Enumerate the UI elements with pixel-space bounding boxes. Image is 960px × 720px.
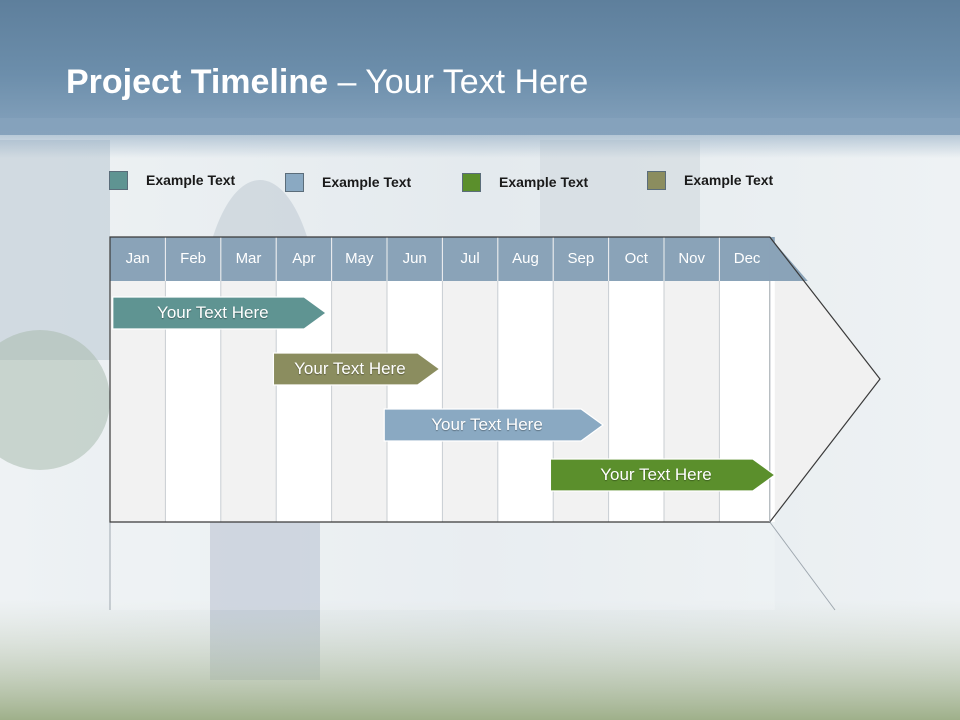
month-label-nov: Nov bbox=[678, 250, 706, 267]
month-header-cell bbox=[719, 237, 775, 281]
month-label-sep: Sep bbox=[567, 250, 595, 267]
month-label-jan: Jan bbox=[125, 250, 150, 267]
month-header-cell bbox=[497, 237, 554, 281]
header-fade bbox=[0, 118, 960, 158]
legend-swatch bbox=[285, 172, 304, 192]
month-header-cell bbox=[276, 237, 332, 281]
legend-label: Example Text bbox=[499, 174, 589, 190]
chart-reflection bbox=[110, 522, 775, 610]
month-header-cell bbox=[553, 237, 609, 281]
header-arrow-cell bbox=[769, 237, 808, 281]
month-column bbox=[442, 281, 498, 522]
month-column bbox=[387, 281, 443, 522]
month-header-cell bbox=[110, 237, 166, 281]
month-header-cell bbox=[664, 237, 720, 281]
month-label-mar: Mar bbox=[235, 250, 262, 267]
header-band bbox=[0, 0, 960, 135]
month-label-oct: Oct bbox=[624, 250, 648, 267]
timeline-arrow-tip bbox=[769, 237, 880, 522]
legend-item: Example Text bbox=[285, 172, 411, 192]
legend-item: Example Text bbox=[109, 170, 235, 190]
task-bar bbox=[272, 352, 441, 386]
month-header-cell bbox=[442, 237, 498, 281]
month-label-feb: Feb bbox=[180, 250, 207, 267]
task-bar bbox=[112, 296, 328, 330]
legend-swatch bbox=[462, 172, 481, 192]
task-bar-label: Your Text Here bbox=[431, 415, 543, 434]
timeline-outline bbox=[109, 236, 881, 523]
legend-label: Example Text bbox=[322, 174, 412, 190]
month-label-jun: Jun bbox=[402, 250, 427, 267]
page-title: Project Timeline – Your Text Here bbox=[66, 60, 588, 104]
legend-item: Example Text bbox=[462, 172, 588, 192]
task-bar-label: Your Text Here bbox=[157, 303, 269, 322]
legend-swatch bbox=[647, 170, 666, 190]
title-bold: Project Timeline bbox=[66, 63, 329, 101]
legend-label: Example Text bbox=[684, 172, 774, 188]
month-header-cell bbox=[220, 237, 277, 281]
month-header-cell bbox=[608, 237, 664, 281]
month-label-aug: Aug bbox=[512, 250, 539, 267]
month-header-cell bbox=[387, 237, 443, 281]
month-column bbox=[331, 281, 387, 522]
task-bar-label: Your Text Here bbox=[294, 359, 406, 378]
task-bar bbox=[549, 458, 776, 492]
legend-swatch bbox=[109, 170, 128, 190]
month-label-may: May bbox=[345, 250, 374, 267]
month-label-apr: Apr bbox=[292, 250, 316, 267]
legend-item: Example Text bbox=[647, 170, 773, 190]
reflection-line-right bbox=[769, 521, 836, 611]
month-header-cell bbox=[331, 237, 387, 281]
legend-label: Example Text bbox=[146, 172, 236, 188]
task-bar bbox=[383, 408, 605, 442]
task-bar-label: Your Text Here bbox=[600, 465, 712, 484]
month-label-jul: Jul bbox=[460, 250, 480, 267]
month-header-cell bbox=[165, 237, 221, 281]
title-regular: – Your Text Here bbox=[328, 63, 589, 101]
month-label-dec: Dec bbox=[733, 250, 761, 267]
month-column bbox=[497, 281, 554, 522]
